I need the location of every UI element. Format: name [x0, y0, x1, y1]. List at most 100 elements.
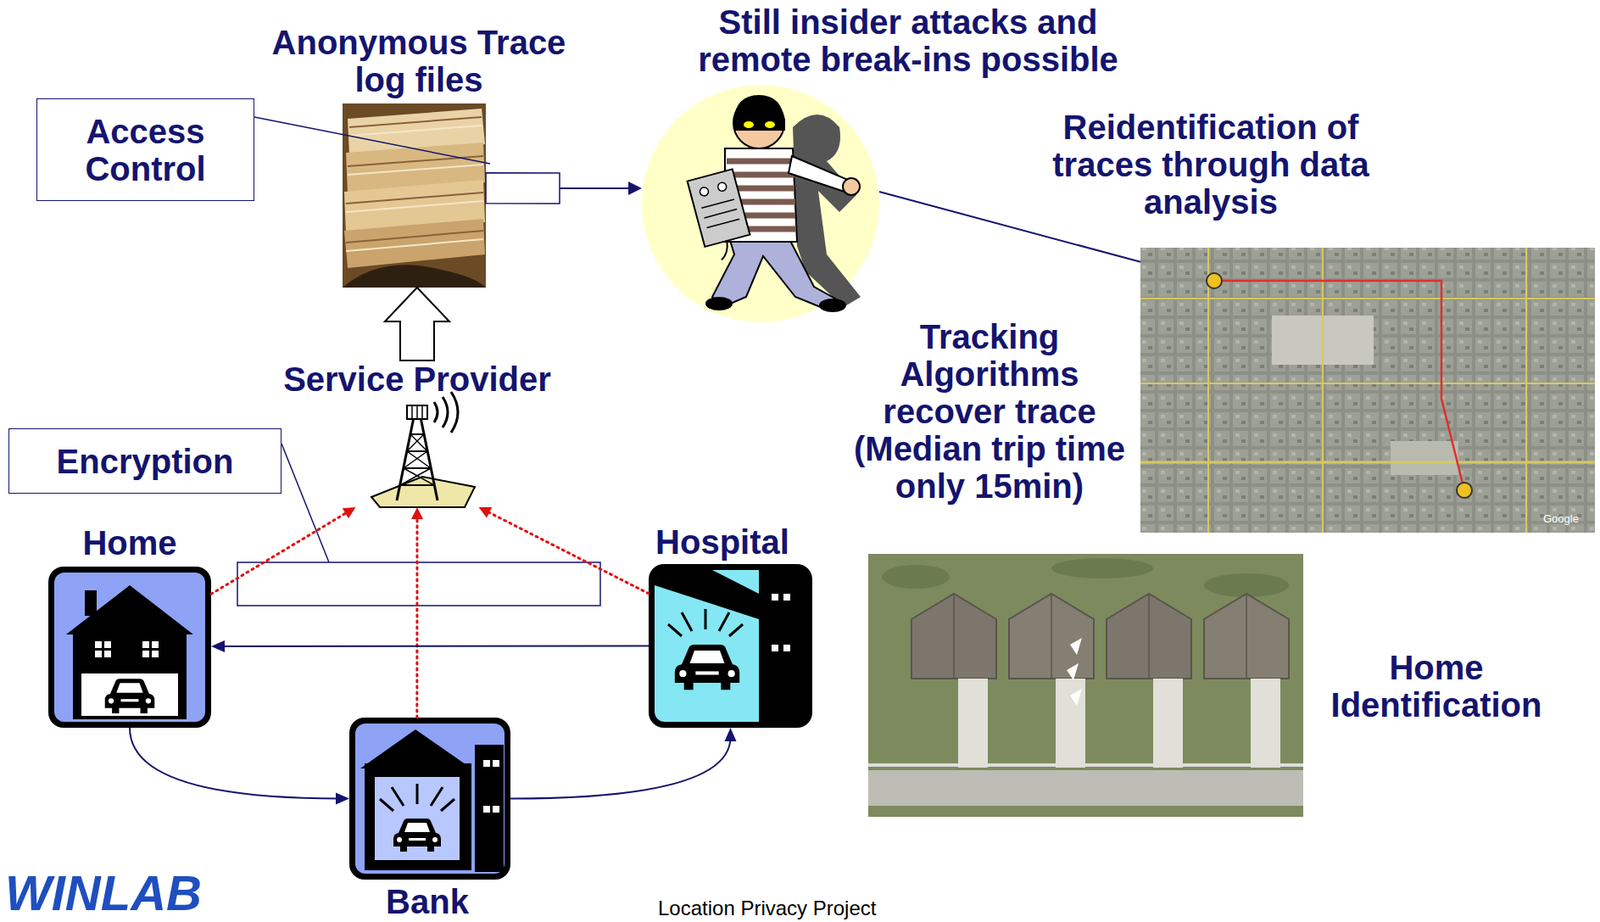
log-files-picture [349, 117, 482, 128]
heading-holder: Service Provider [277, 360, 558, 398]
trace-map-picture [1321, 247, 1324, 533]
label-holder: WINLAB [5, 866, 228, 919]
report-link [415, 515, 419, 718]
aerial-picture [1153, 678, 1183, 768]
callout-leader [281, 443, 329, 563]
bank-icon [349, 717, 511, 880]
tracking-note: Tracking Algorithms recover trace (Media… [841, 317, 1138, 505]
label-holder: Google [1543, 512, 1593, 526]
trace-map-picture [1140, 247, 1595, 533]
aerial-picture [1050, 593, 1053, 679]
home-icon [48, 566, 212, 728]
node-heading: Bank [342, 882, 513, 920]
aerial-picture [1070, 637, 1082, 655]
home-icon [84, 590, 97, 616]
hospital-icon [654, 569, 807, 722]
hospital-icon [648, 563, 813, 728]
trace-map-picture [1525, 247, 1528, 533]
trace-map-picture [1390, 440, 1459, 475]
thief-illustration [717, 240, 732, 260]
hospital-icon [681, 612, 692, 631]
node-heading: Still insider attacks and remote break-i… [691, 3, 1125, 79]
trace-map-picture [1214, 280, 1465, 491]
log-files-picture [347, 164, 484, 175]
home-icon [66, 585, 194, 635]
arrow-head [628, 181, 642, 196]
bank-icon [360, 729, 472, 769]
log-files-picture [342, 264, 486, 288]
trace-map-picture [1207, 247, 1210, 533]
box-label: Access Control [45, 112, 246, 188]
heading-holder: Bank [342, 882, 513, 920]
aerial-picture [1106, 593, 1192, 679]
tower-icon [396, 417, 414, 501]
thief-illustration [764, 121, 775, 129]
thief-illustration [703, 209, 737, 218]
arrow-head [211, 640, 225, 653]
hospital-icon [674, 644, 740, 690]
tower-icon [421, 405, 424, 419]
hospital-icon [719, 612, 730, 631]
tower-icon [451, 391, 458, 433]
bank-icon [474, 744, 504, 872]
aerial-picture [958, 678, 988, 768]
aerial-picture [1148, 593, 1150, 679]
aerial-picture [1066, 663, 1079, 681]
thief-illustration [687, 168, 755, 263]
connector [479, 507, 649, 594]
trip-line [129, 727, 341, 799]
thief-illustration [842, 178, 860, 196]
heading-holder: Hospital [637, 523, 808, 561]
bank-icon [349, 717, 511, 880]
hospital-icon [783, 644, 791, 652]
hospital-icon [704, 608, 708, 630]
bank-icon [492, 805, 500, 813]
bank-icon [483, 759, 491, 767]
thief-illustration [698, 186, 709, 197]
trip-line [510, 736, 731, 798]
home-icon [142, 650, 150, 658]
bank-icon [483, 805, 491, 813]
hospital-icon [771, 644, 779, 652]
aerial-picture [868, 553, 1304, 817]
thief-illustration [641, 84, 880, 323]
log-files-picture [347, 156, 484, 167]
bank-icon [440, 798, 455, 811]
home-icon [142, 641, 150, 648]
connector [211, 507, 356, 594]
node-heading: Service Provider [277, 360, 558, 398]
home-icon [48, 566, 212, 728]
bank-icon [393, 818, 441, 852]
trace-map: Reidentification of traces through data … [1140, 247, 1595, 533]
tower-icon [406, 434, 424, 452]
thief-illustration [734, 118, 786, 131]
heading-holder: Still insider attacks and remote break-i… [691, 3, 1125, 79]
tower-icon [442, 396, 448, 428]
home-icon [151, 650, 159, 658]
home-icon [104, 641, 112, 648]
hollow-arrow [384, 287, 450, 361]
access-control-box: Access Control [36, 98, 255, 201]
heading-holder: Anonymous Trace log files [245, 23, 593, 99]
trace-map-picture [1456, 482, 1472, 498]
aerial-picture [868, 763, 1304, 767]
home-icon [72, 630, 187, 720]
thief-illustration [726, 172, 795, 179]
callout-leader [237, 562, 601, 606]
home-icon [94, 650, 102, 658]
trace-map-picture [1140, 247, 1595, 533]
hospital-icon [783, 593, 791, 601]
encryption-box: Encryption [8, 428, 282, 494]
thief-illustration [726, 158, 794, 165]
callout-leader [254, 117, 491, 164]
hospital-icon [668, 624, 682, 636]
connector [384, 287, 450, 361]
aerial-picture [868, 769, 1304, 806]
bank-icon [379, 798, 394, 811]
arrow-head [335, 792, 350, 805]
aerial-picture [1250, 678, 1281, 768]
connector [411, 507, 424, 718]
heading-holder: Reidentification of traces through data … [1036, 108, 1385, 221]
node-heading: Anonymous Trace log files [245, 23, 593, 99]
